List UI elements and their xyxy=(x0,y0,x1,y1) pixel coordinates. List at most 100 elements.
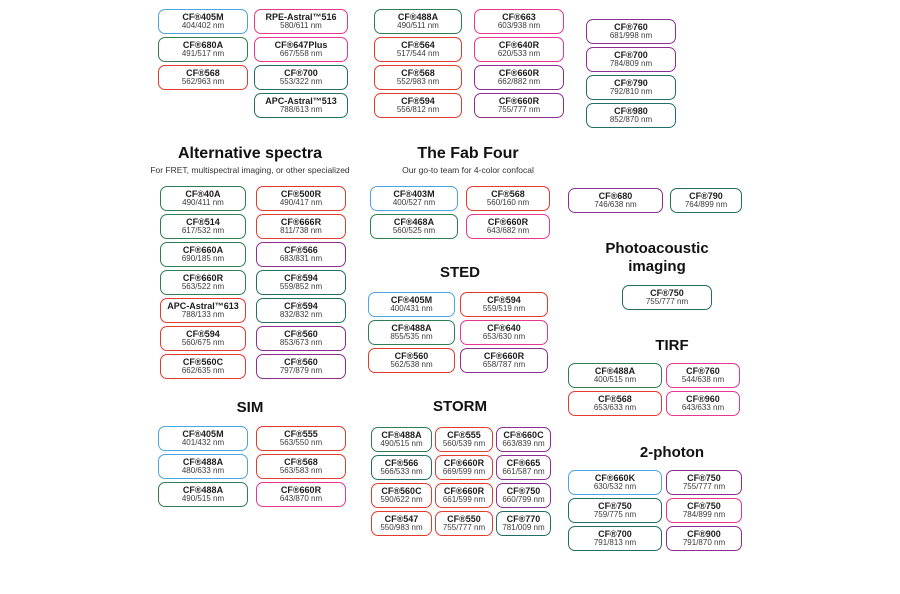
dye-excitation-emission: 764/899 nm xyxy=(684,200,728,210)
dye-name: CF®555 xyxy=(284,428,318,439)
dye-excitation-emission: 562/963 nm xyxy=(181,77,225,87)
dye-name: APC-Astral™613 xyxy=(167,300,239,311)
dye-name: CF®500R xyxy=(280,188,322,199)
dye-excitation-emission: 553/322 nm xyxy=(279,77,323,87)
dye-name: CF®790 xyxy=(614,77,648,88)
dye-name: CF®640R xyxy=(498,39,540,50)
dye-name: CF®568 xyxy=(598,393,632,404)
dye-name: APC-Astral™513 xyxy=(265,95,337,106)
dye-excitation-emission: 669/599 nm xyxy=(442,467,486,477)
dye-name: CF®488A xyxy=(391,322,432,333)
section-title: SIM xyxy=(236,399,264,416)
dye-excitation-emission: 552/983 nm xyxy=(396,77,440,87)
dye-name: CF®660A xyxy=(182,244,224,255)
dye-excitation-emission: 832/832 nm xyxy=(279,310,323,320)
section-title: Alternative spectra xyxy=(177,145,323,162)
section-title: Photoacoustic imaging xyxy=(605,240,709,275)
dye-name: CF®514 xyxy=(186,216,220,227)
dye-name: CF®560 xyxy=(284,356,318,367)
dye-name: CF®560C xyxy=(182,356,224,367)
dye-excitation-emission: 811/738 nm xyxy=(280,226,322,236)
dye-name: CF®594 xyxy=(284,272,318,283)
dye-name: CF®700 xyxy=(598,528,632,539)
dye-name: CF®660R xyxy=(443,485,485,496)
dye-excitation-emission: 404/402 nm xyxy=(181,21,225,31)
dye-name: CF®547 xyxy=(384,513,419,524)
dye-excitation-emission: 400/527 nm xyxy=(392,198,436,208)
dye-excitation-emission: 653/630 nm xyxy=(482,332,526,342)
dye-name: CF®660R xyxy=(280,484,322,495)
dye-excitation-emission: 550/983 nm xyxy=(380,523,423,533)
dye-name: CF®760 xyxy=(614,21,648,32)
dye-excitation-emission: 690/185 nm xyxy=(181,254,225,264)
dye-excitation-emission: 855/535 nm xyxy=(390,332,433,342)
dye-excitation-emission: 400/431 nm xyxy=(390,304,433,314)
dye-excitation-emission: 797/879 nm xyxy=(279,366,323,376)
dye-excitation-emission: 620/533 nm xyxy=(497,49,541,59)
dye-name: CF®663 xyxy=(502,11,536,22)
dye-name: CF®660K xyxy=(594,472,636,483)
dye-name: CF®647Plus xyxy=(274,39,328,50)
section-title: STORM xyxy=(433,398,487,415)
dye-excitation-emission: 400/515 nm xyxy=(593,375,637,385)
dye-name: CF®960 xyxy=(686,393,720,404)
dye-name: CF®750 xyxy=(687,500,721,511)
dye-excitation-emission: 759/775 nm xyxy=(593,510,637,520)
dye-excitation-emission: 755/777 nm xyxy=(645,297,689,307)
dye-name: CF®488A xyxy=(182,484,224,495)
dye-excitation-emission: 755/777 nm xyxy=(442,523,486,533)
dye-excitation-emission: 490/515 nm xyxy=(181,494,225,504)
section-header-tirf: TIRF xyxy=(620,337,724,355)
dye-excitation-emission: 563/522 nm xyxy=(181,282,225,292)
dye-excitation-emission: 661/599 nm xyxy=(442,495,486,505)
dye-excitation-emission: 517/544 nm xyxy=(396,49,440,59)
dye-name: CF®660R xyxy=(443,457,485,468)
dye-excitation-emission: 559/852 nm xyxy=(279,282,323,292)
dye-excitation-emission: 853/673 nm xyxy=(279,338,323,348)
section-header-photoacoustic: Photoacoustic imaging xyxy=(598,240,716,276)
dye-name: CF®560 xyxy=(284,328,318,339)
